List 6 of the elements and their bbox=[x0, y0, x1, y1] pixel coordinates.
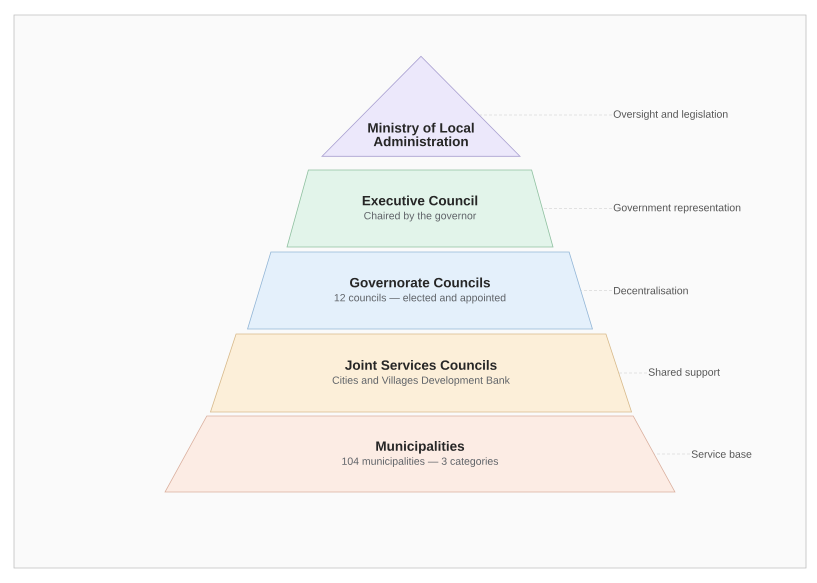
side-label: Shared support bbox=[648, 368, 720, 378]
pyramid-layer: Governorate Councils 12 councils — elected and appointed bbox=[247, 252, 593, 330]
side-label: Oversight and legislation bbox=[614, 110, 728, 120]
side-label: Government representation bbox=[614, 204, 740, 214]
side-label: Service base bbox=[692, 450, 752, 458]
side-label: Decentralisation bbox=[614, 286, 688, 294]
